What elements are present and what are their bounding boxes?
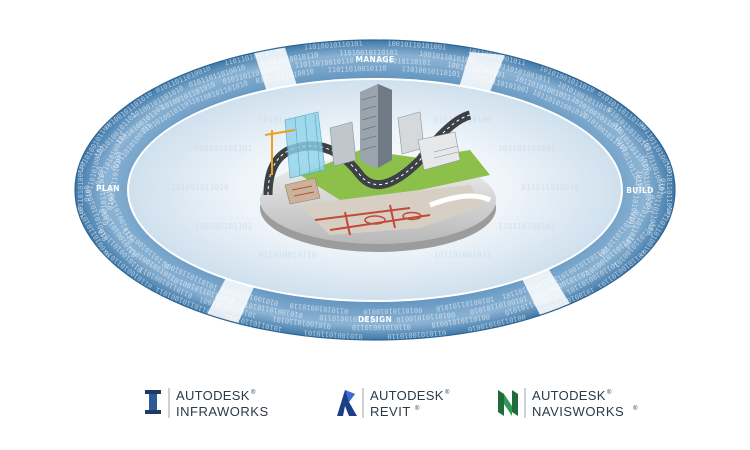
svg-text:01011010100101: 01011010100101: [77, 160, 85, 219]
svg-text:110100101101: 110100101101: [195, 222, 253, 231]
svg-text:011011010010: 011011010010: [521, 183, 579, 192]
ring-outline: [74, 39, 676, 341]
revit-logo: AUTODESK ® REVIT ®: [370, 388, 450, 419]
city-model-illustration: [260, 84, 496, 252]
phase-label-manage: MANAGE: [355, 55, 394, 64]
svg-text:01101010010110: 01101010010110: [319, 313, 378, 324]
phase-label-build: BUILD: [626, 186, 654, 195]
svg-text:101101101001: 101101101001: [498, 144, 556, 153]
revit-brand: AUTODESK: [370, 388, 444, 403]
svg-text:010101101101: 010101101101: [195, 144, 253, 153]
navisworks-product-trademark: ®: [633, 405, 638, 412]
infraworks-logo-icon: [145, 390, 161, 414]
svg-text:101101001011: 101101001011: [434, 251, 492, 260]
svg-text:01101010010110: 01101010010110: [352, 323, 411, 332]
svg-text:110110100101: 110110100101: [498, 222, 556, 231]
infraworks-brand-trademark: ®: [251, 389, 256, 396]
svg-text:01010110110100: 01010110110100: [665, 160, 673, 219]
svg-text:101001011010: 101001011010: [171, 183, 229, 192]
revit-brand-trademark: ®: [445, 389, 450, 396]
svg-text:011010010110: 011010010110: [259, 251, 317, 260]
navisworks-brand-trademark: ®: [607, 389, 612, 396]
svg-text:00101101010010: 00101101010010: [363, 306, 422, 316]
navisworks-brand: AUTODESK: [532, 388, 606, 403]
phase-label-plan: PLAN: [96, 184, 120, 193]
infraworks-brand: AUTODESK: [176, 388, 250, 403]
infraworks-product: INFRAWORKS: [176, 404, 269, 419]
navisworks-logo: AUTODESK ® NAVISWORKS ®: [532, 388, 638, 419]
svg-text:11011010010110: 11011010010110: [328, 64, 387, 74]
svg-text:11010010110101: 11010010110101: [372, 56, 431, 67]
revit-logo-icon: [337, 390, 357, 416]
phase-label-design: DESIGN: [358, 315, 392, 324]
svg-text:11010010110101: 11010010110101: [339, 49, 398, 58]
navisworks-logo-icon: [498, 390, 518, 416]
navisworks-product: NAVISWORKS: [532, 404, 624, 419]
revit-product-trademark: ®: [415, 405, 420, 412]
revit-product: REVIT: [370, 404, 411, 419]
infraworks-logo: AUTODESK ® INFRAWORKS: [176, 388, 269, 419]
